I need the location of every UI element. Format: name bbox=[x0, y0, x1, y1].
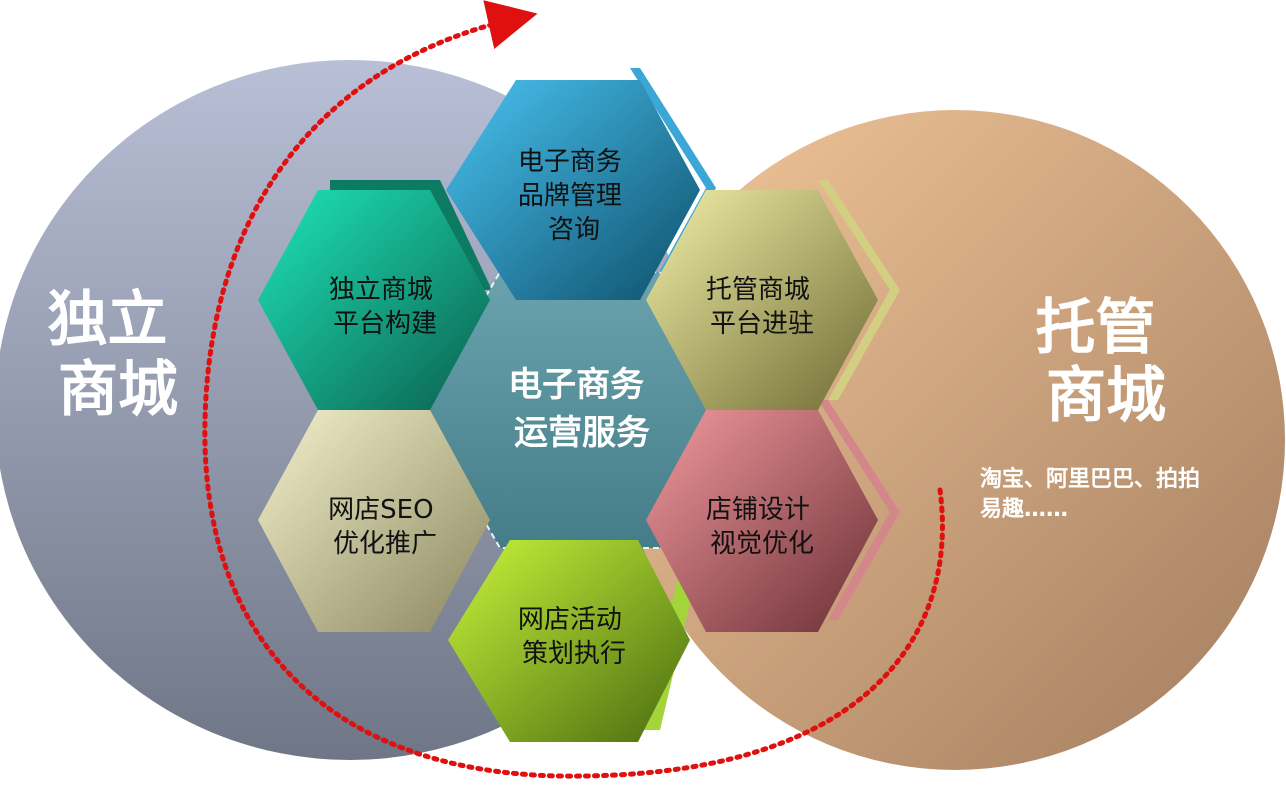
hexagon-lower-left-line-1: 网店SEO bbox=[328, 495, 433, 525]
right-circle-note-line-1: 淘宝、阿里巴巴、拍拍 bbox=[980, 466, 1200, 492]
left-circle-label: 独立 商城 bbox=[48, 285, 189, 425]
hexagon-top-text: 电子商务 品牌管理 咨询 bbox=[518, 147, 630, 245]
hexagon-lower-right-line-2: 视觉优化 bbox=[710, 529, 814, 559]
hexagon-top-line-2: 品牌管理 bbox=[518, 181, 622, 211]
hexagon-bottom bbox=[448, 540, 690, 742]
hexagon-bottom-line-1: 网店活动 bbox=[518, 605, 622, 635]
hexagon-upper-right bbox=[646, 190, 878, 410]
hexagon-upper-right-text: 托管商城 平台进驻 bbox=[706, 275, 818, 339]
hexagon-lower-left bbox=[258, 410, 490, 632]
hexagon-top-line-3: 咨询 bbox=[548, 215, 600, 245]
right-circle-label-line-2: 商城 bbox=[1046, 361, 1166, 431]
hexagon-lower-right bbox=[646, 410, 878, 632]
right-circle-note: 淘宝、阿里巴巴、拍拍 易趣…… bbox=[980, 466, 1208, 522]
hexagon-bottom-text: 网店活动 策划执行 bbox=[518, 605, 630, 669]
hexagon-top-line-1: 电子商务 bbox=[518, 147, 622, 177]
left-circle-label-line-2: 商城 bbox=[58, 355, 178, 425]
hexagon-upper-right-line-1: 托管商城 bbox=[706, 275, 810, 305]
hexagon-lower-left-line-2: 优化推广 bbox=[333, 529, 437, 559]
right-circle-label-line-1: 托管 bbox=[1036, 293, 1156, 363]
center-hexagon bbox=[418, 271, 742, 549]
hexagon-upper-right-line-2: 平台进驻 bbox=[710, 309, 814, 339]
hexagon-lower-right-line-1: 店铺设计 bbox=[706, 495, 810, 525]
right-circle-label: 托管 商城 bbox=[1036, 293, 1177, 431]
right-circle-note-line-2: 易趣…… bbox=[980, 496, 1068, 522]
hexagon-upper-left-line-1: 独立商城 bbox=[329, 275, 433, 305]
hexagon-top bbox=[446, 80, 700, 300]
hexagon-upper-left bbox=[258, 190, 490, 410]
hexagon-upper-left-text: 独立商城 平台构建 bbox=[329, 275, 441, 339]
center-title: 电子商务 运营服务 bbox=[508, 365, 656, 453]
hexagon-lower-right-text: 店铺设计 视觉优化 bbox=[706, 495, 818, 559]
hexagon-lower-left-text: 网店SEO 优化推广 bbox=[328, 495, 442, 559]
hexagon-upper-left-line-2: 平台构建 bbox=[333, 309, 437, 339]
center-title-line-1: 电子商务 bbox=[508, 365, 644, 405]
cycle-arrow bbox=[202, 0, 945, 779]
left-circle-label-line-1: 独立 bbox=[48, 285, 168, 355]
hexagon-bottom-line-2: 策划执行 bbox=[522, 639, 626, 669]
center-title-line-2: 运营服务 bbox=[514, 413, 650, 453]
